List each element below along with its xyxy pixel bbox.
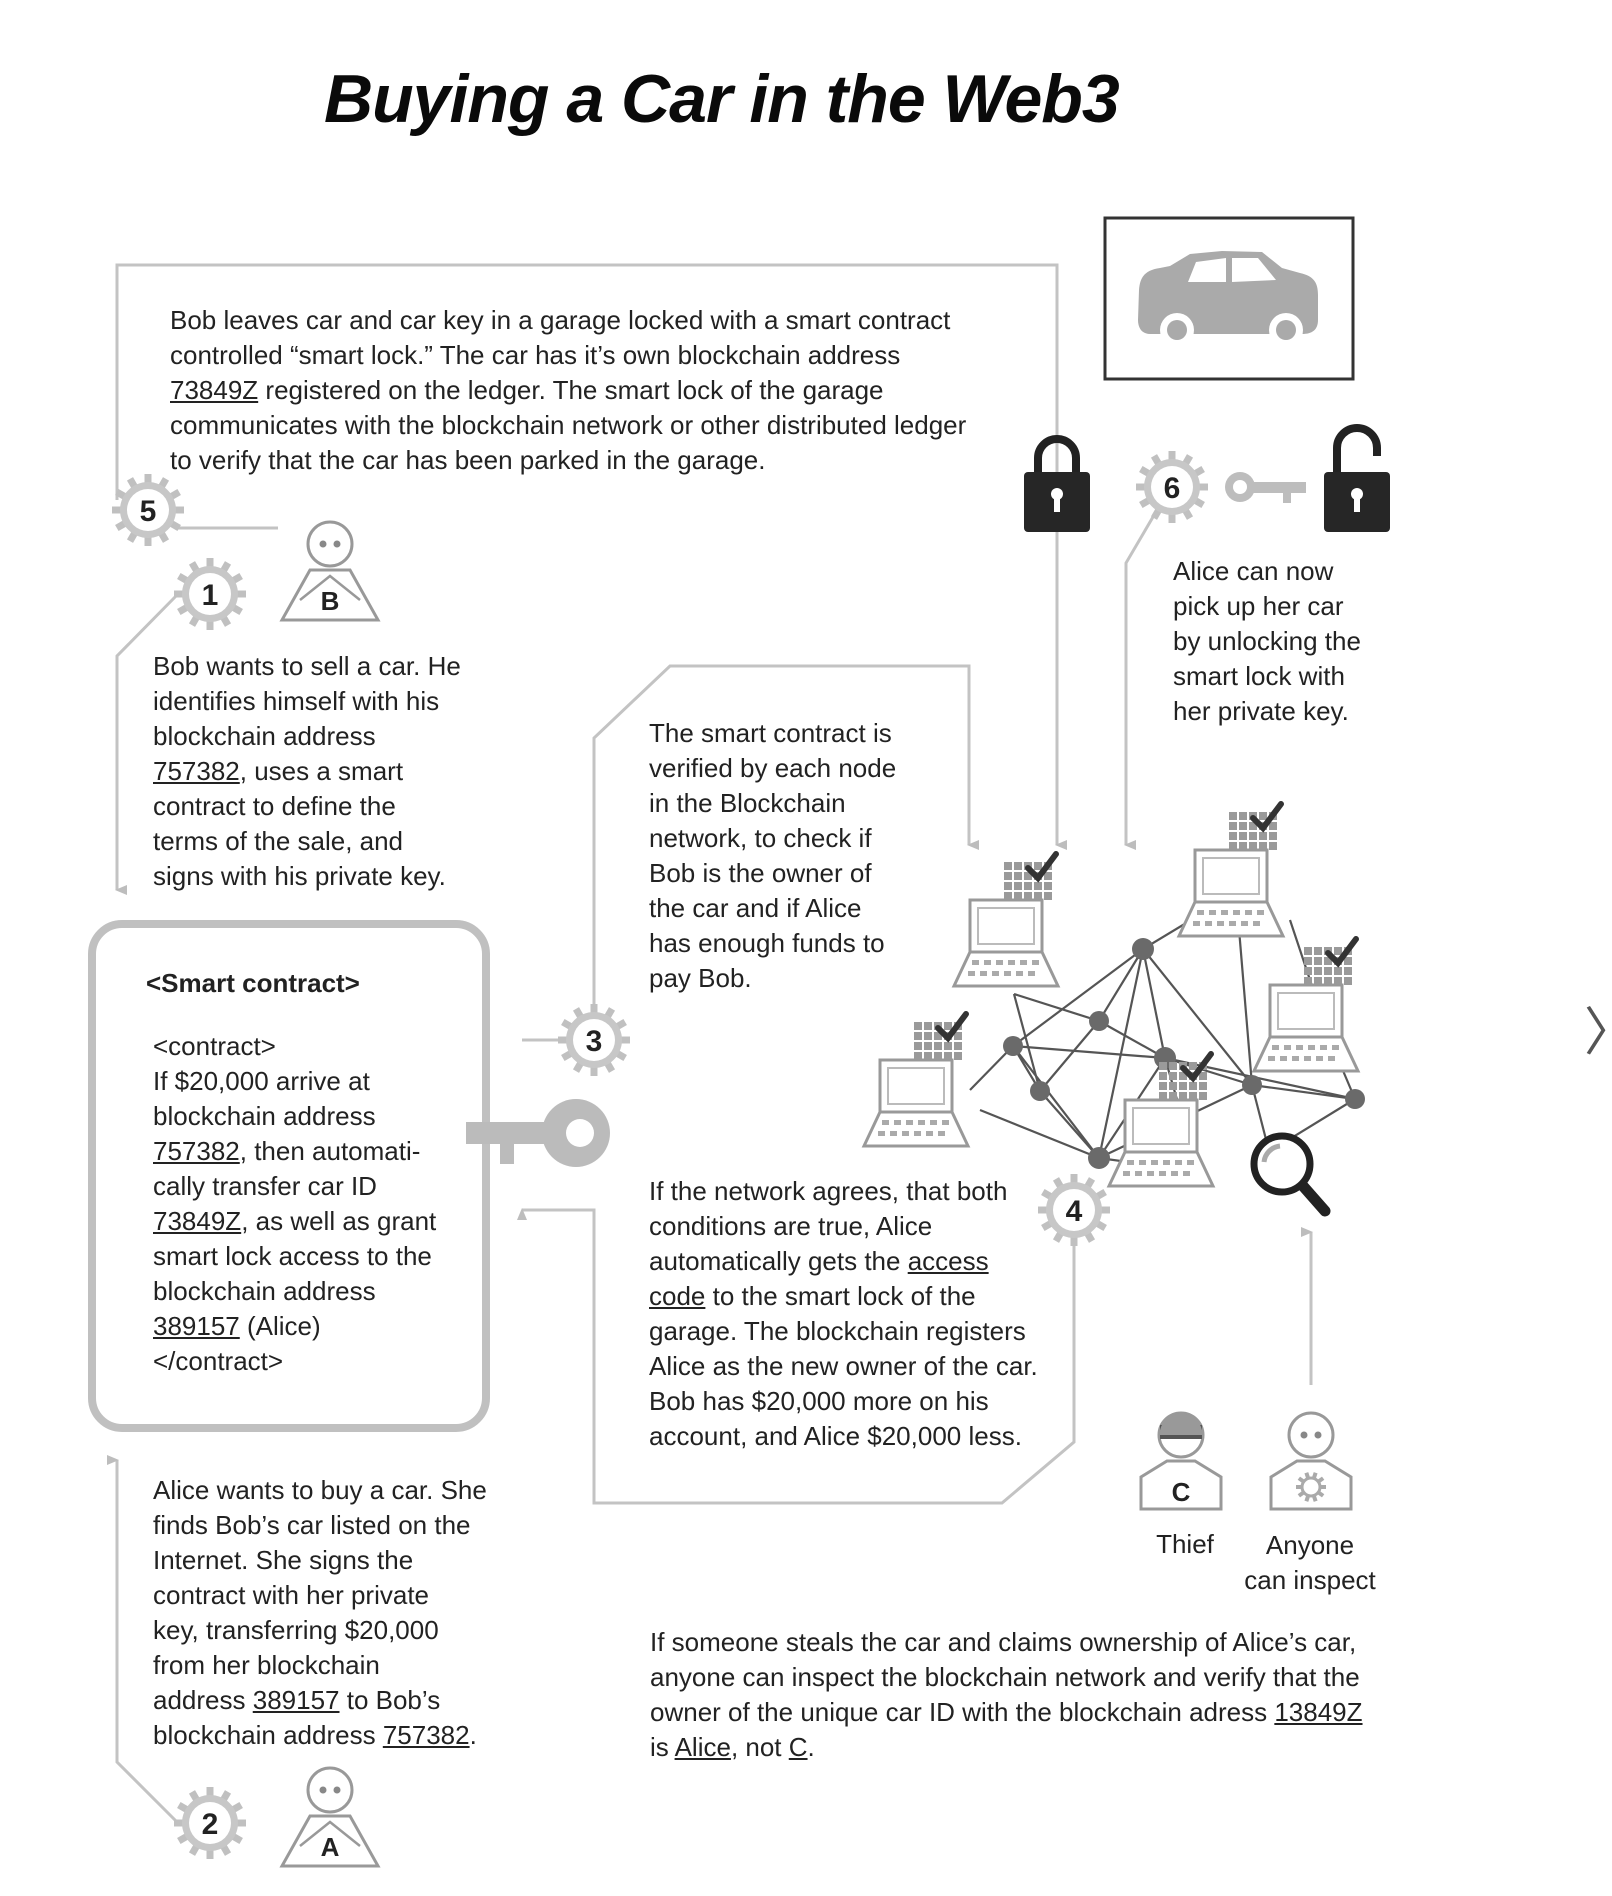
smart-contract-heading: <Smart contract> (146, 968, 360, 998)
inspect-text: If someone steals the car and claims own… (650, 1627, 1363, 1762)
step-number: 1 (202, 579, 219, 612)
key-icon (1225, 472, 1306, 503)
step2-text: Alice wants to buy a car. She finds Bob’… (153, 1475, 487, 1750)
smart-contract-box (88, 920, 490, 1432)
chevron-right-icon[interactable]: 〉 (1584, 990, 1612, 1065)
laptop-icon (1106, 1051, 1216, 1188)
car-icon (1103, 216, 1355, 381)
arrow-step1-to-contract (115, 592, 180, 895)
checkmark-icon (1180, 1051, 1214, 1083)
laptop-icon (861, 1011, 971, 1148)
step5-text: Bob leaves car and car key in a garage l… (170, 305, 967, 475)
gear-badge-step-1: 1 (174, 558, 246, 630)
person-bob-icon: B (279, 520, 381, 622)
key-icon (466, 1099, 610, 1167)
step3-text: The smart contract is verified by each n… (649, 718, 897, 993)
checkmark-icon (935, 1011, 969, 1043)
person-letter: B (321, 586, 340, 616)
person-alice-icon: A (279, 1766, 381, 1868)
person-inspector-icon (1269, 1411, 1353, 1511)
gear-badge-step-5: 5 (112, 474, 184, 546)
laptop-icon (1251, 936, 1361, 1073)
person-letter: A (321, 1832, 340, 1862)
gear-badge-step-2: 2 (174, 1787, 246, 1859)
checkmark-icon (1025, 851, 1059, 883)
step6-text: Alice can now pick up her car by unlocki… (1173, 556, 1361, 726)
arrow-step4-to-contract (517, 1208, 1076, 1505)
gear-badge-step-4: 4 (1038, 1174, 1110, 1246)
arrow-step5-to-network (115, 263, 1067, 850)
thief-label: Thief (1156, 1529, 1214, 1559)
padlock-unlocked-icon (1324, 424, 1390, 532)
padlock-locked-icon (1024, 435, 1090, 532)
laptop-icon (1176, 801, 1286, 938)
anyone-label-line2: can inspect (1244, 1565, 1376, 1595)
checkmark-icon (1325, 936, 1359, 968)
step-number: 3 (586, 1025, 603, 1058)
arrow-step3-to-network (592, 664, 979, 1040)
page-title: Buying a Car in the Web3 (324, 61, 1120, 137)
arrow-step6-to-network (1124, 504, 1162, 850)
laptop-icon (951, 851, 1061, 988)
person-letter: C (1172, 1477, 1191, 1507)
person-thief-icon: C (1139, 1411, 1223, 1511)
step1-text: Bob wants to sell a car. He identifies h… (153, 651, 461, 891)
gear-badge-step-6: 6 (1136, 451, 1208, 523)
gear-badge-step-3: 3 (558, 1004, 630, 1076)
step-number: 5 (140, 495, 157, 528)
magnifier-icon (1250, 1132, 1331, 1217)
smart-contract-code: <contract> If $20,000 arrive at blockcha… (153, 1031, 437, 1376)
arrow-step2-to-contract (107, 1455, 180, 1825)
step-number: 2 (202, 1808, 219, 1841)
step-number: 4 (1066, 1195, 1083, 1228)
step4-text: If the network agrees, that both conditi… (649, 1176, 1038, 1451)
step-number: 6 (1164, 472, 1181, 505)
checkmark-icon (1250, 801, 1284, 833)
anyone-label-line1: Anyone (1265, 1530, 1355, 1560)
connector-lines (107, 263, 1313, 1825)
